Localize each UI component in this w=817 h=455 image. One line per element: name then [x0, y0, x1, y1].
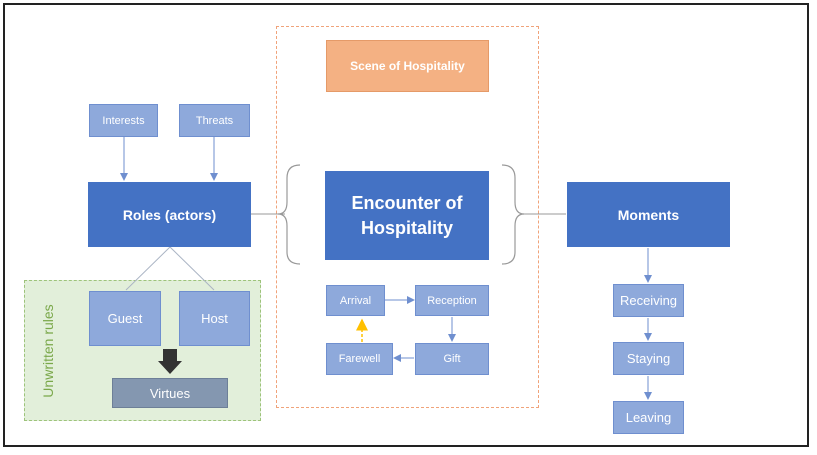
scene-of-hospitality-box: Scene of Hospitality — [326, 40, 489, 92]
threats-label: Threats — [195, 114, 234, 127]
guest-label: Guest — [107, 311, 143, 326]
interests-box: Interests — [89, 104, 158, 137]
farewell-box: Farewell — [326, 343, 393, 375]
gift-box: Gift — [415, 343, 489, 375]
leaving-box: Leaving — [613, 401, 684, 434]
right-brace — [501, 164, 525, 265]
host-box: Host — [179, 291, 250, 346]
arrival-box: Arrival — [326, 285, 385, 316]
leaving-label: Leaving — [625, 410, 672, 425]
down-arrow-icon — [158, 349, 182, 374]
roles-box: Roles (actors) — [88, 182, 251, 247]
receiving-label: Receiving — [619, 293, 678, 308]
staying-label: Staying — [626, 351, 671, 366]
moments-box: Moments — [567, 182, 730, 247]
encounter-label: Encounter of Hospitality — [351, 193, 463, 238]
left-brace — [277, 164, 301, 265]
moments-label: Moments — [617, 206, 680, 223]
scene-region — [276, 26, 539, 408]
interests-label: Interests — [102, 114, 145, 127]
arrival-label: Arrival — [339, 294, 372, 307]
staying-box: Staying — [613, 342, 684, 375]
virtues-box: Virtues — [112, 378, 228, 408]
reception-label: Reception — [427, 294, 477, 307]
guest-box: Guest — [89, 291, 161, 346]
farewell-label: Farewell — [338, 353, 381, 365]
virtues-label: Virtues — [149, 385, 191, 401]
host-label: Host — [201, 311, 228, 326]
threats-box: Threats — [179, 104, 250, 137]
diagram-frame — [3, 3, 809, 447]
roles-label: Roles (actors) — [122, 206, 217, 223]
roles-to-host-line — [169, 246, 215, 291]
roles-to-guest-line — [125, 246, 171, 291]
receiving-box: Receiving — [613, 284, 684, 317]
encounter-of-hospitality-box: Encounter of Hospitality — [325, 171, 489, 260]
unwritten-rules-label: Unwritten rules — [40, 304, 56, 398]
scene-label: Scene of Hospitality — [350, 59, 465, 73]
gift-label: Gift — [443, 353, 461, 365]
reception-box: Reception — [415, 285, 489, 316]
